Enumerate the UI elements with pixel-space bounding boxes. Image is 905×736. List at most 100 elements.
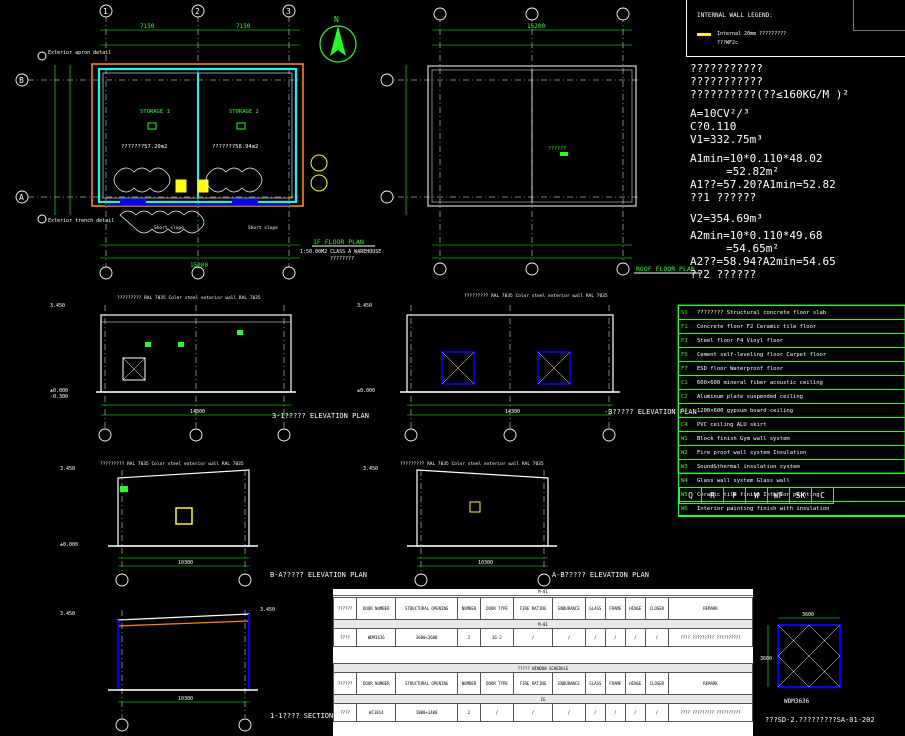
svg-text:??????: ?????? [548,146,566,152]
svg-text:????????? RAL 7035 Color steel: ????????? RAL 7035 Color steel exterior … [400,461,544,467]
finish-row: W3 Sound&thermal insulation system [679,460,905,474]
svg-text:Short slope: Short slope [248,225,278,231]
finish-code: F3 [681,337,688,344]
legend-swatch [697,33,711,36]
svg-text:15200: 15200 [190,262,208,269]
svg-text:14300: 14300 [190,409,205,415]
finish-desc: Interior painting finish with insulation [697,505,830,512]
svg-text:10300: 10300 [178,696,193,702]
svg-text:7150: 7150 [140,23,155,30]
finish-desc: Concrete floor F2 Ceramic tile floor [697,323,817,330]
svg-text:3.450: 3.450 [363,466,378,472]
code-cell: SK [789,487,812,504]
svg-text:B: B [19,76,24,85]
finish-code: W1 [681,435,688,442]
elevation-3-1: 14300 3.450 ±0.000 -0.300 ????????? RAL … [50,295,369,442]
north-arrow-icon: N [319,15,357,63]
axis-2: 2 [195,7,200,16]
svg-text:10300: 10300 [178,560,193,566]
svg-text:STORAGE 2: STORAGE 2 [229,109,259,115]
finish-desc: PVC ceiling ALU skirt [697,421,767,428]
finish-desc: Steel floor F4 Vinyl floor [697,337,784,344]
finish-code: C3 [681,407,688,414]
elevation-a-b-title: A-B????? ELEVATION PLAN [552,571,649,579]
internal-wall-legend: INTERNAL WALL LEGEND: Internal 20mm ????… [686,0,905,57]
code-cell: W [745,487,768,504]
finish-desc: Aluminum plate suspended ceiling [697,393,803,400]
schedule-header: M-01 [333,589,753,596]
finish-desc: Sound&thermal insulation system [697,463,800,470]
svg-text:WDM3636: WDM3636 [784,698,810,705]
legend-blank-cell [853,0,905,31]
finish-row: S1 ???????? Structural concrete floor sla… [679,306,905,320]
finish-code: C2 [681,393,688,400]
finish-desc: 600×600 mineral fiber acoustic ceiling [697,379,823,386]
floor-plan: 1 2 3 B A 7150 7150 15200 STORAGE 1 STOR… [15,4,381,280]
svg-text:STORAGE 1: STORAGE 1 [140,109,170,115]
section-1-1: 10300 3.450 3.450 1-1???? SECTION PLAN [60,607,354,732]
svg-text:Exterior trench detail: Exterior trench detail [48,218,114,224]
finish-desc: ???????? Structural concrete floor slab [697,309,827,316]
svg-text:????????? RAL 7035 Color steel: ????????? RAL 7035 Color steel exterior … [464,293,608,299]
svg-text:3.450: 3.450 [50,303,65,309]
elevation-3-1-title: 3-1????? ELEVATION PLAN [272,412,369,420]
svg-text:±0.000: ±0.000 [357,388,375,394]
svg-text:N: N [334,15,339,24]
finish-row: C2 Aluminum plate suspended ceiling [679,390,905,404]
code-cell: C [811,487,834,504]
finish-code: W6 [681,505,688,512]
code-cell: R [701,487,724,504]
axis-1: 1 [103,7,108,16]
finish-code: C4 [681,421,688,428]
svg-text:????????? RAL 7035 Color steel: ????????? RAL 7035 Color steel exterior … [100,461,244,467]
finish-row: W6 Interior painting finish with insulati… [679,502,905,516]
code-cell: Q [679,487,702,504]
finish-code: C1 [681,379,688,386]
finish-desc: Glass wall system Glass wall [697,477,790,484]
svg-text:1:50.00M2 CLASS A WAREHOUSE: 1:50.00M2 CLASS A WAREHOUSE [300,249,381,255]
finish-code: W5 [681,491,688,498]
finish-row: F1 Concrete floor F2 Ceramic tile floor [679,320,905,334]
finish-code: W3 [681,463,688,470]
finish-desc: Block finish Gym wall system [697,435,790,442]
svg-text:10300: 10300 [478,560,493,566]
svg-text:7150: 7150 [236,23,251,30]
legend-line1: Internal 20mm ????????? [717,31,787,37]
legend-line2: ???WF2c [717,40,739,46]
svg-text:15200: 15200 [527,23,545,30]
code-cell: F [723,487,746,504]
finish-schedule: S1 ???????? Structural concrete floor sla… [678,305,905,517]
finish-code: F1 [681,323,688,330]
svg-text:????????? RAL 7035 Color steel: ????????? RAL 7035 Color steel exterior … [117,295,261,301]
svg-text:3.450: 3.450 [260,607,275,613]
svg-text:???SD-2.?????????SA-01-202: ???SD-2.?????????SA-01-202 [765,716,875,724]
finish-desc: Ceramic tile finish Interior painting [697,491,820,498]
legend-title: INTERNAL WALL LEGEND: [697,12,773,19]
svg-text:±0.000: ±0.000 [50,388,68,394]
finish-code: W2 [681,449,688,456]
finish-code: S1 [681,309,688,316]
svg-text:3.450: 3.450 [60,611,75,617]
section-title: 1-1???? SECTION PLAN [270,712,354,720]
ventilation-calc: ??????????? ??????????? ??????????(??≤16… [690,62,849,281]
svg-text:???????57.20m2: ???????57.20m2 [121,144,167,150]
finish-row: W5 Ceramic tile finish Interior painting [679,488,905,502]
finish-row: F3 Steel floor F4 Vinyl floor [679,334,905,348]
finish-row: C4 PVC ceiling ALU skirt [679,418,905,432]
roof-plan: 15200 ?????? [380,7,640,276]
finish-desc: Fire proof wall system Insulation [697,449,807,456]
finish-desc: Cement self-leveling floor Carpet floor [697,351,827,358]
elevation-1-3: 14300 3.450 ±0.000 ????????? RAL 7035 Co… [357,293,697,442]
finish-row: W1 Block finish Gym wall system [679,432,905,446]
finish-code: F7 [681,365,688,372]
elevation-b-a: 10300 3.450 ±0.000 ????????? RAL 7035 Co… [60,461,367,587]
elevation-b-a-title: B-A????? ELEVATION PLAN [270,571,367,579]
finish-row: W2 Fire proof wall system Insulation [679,446,905,460]
